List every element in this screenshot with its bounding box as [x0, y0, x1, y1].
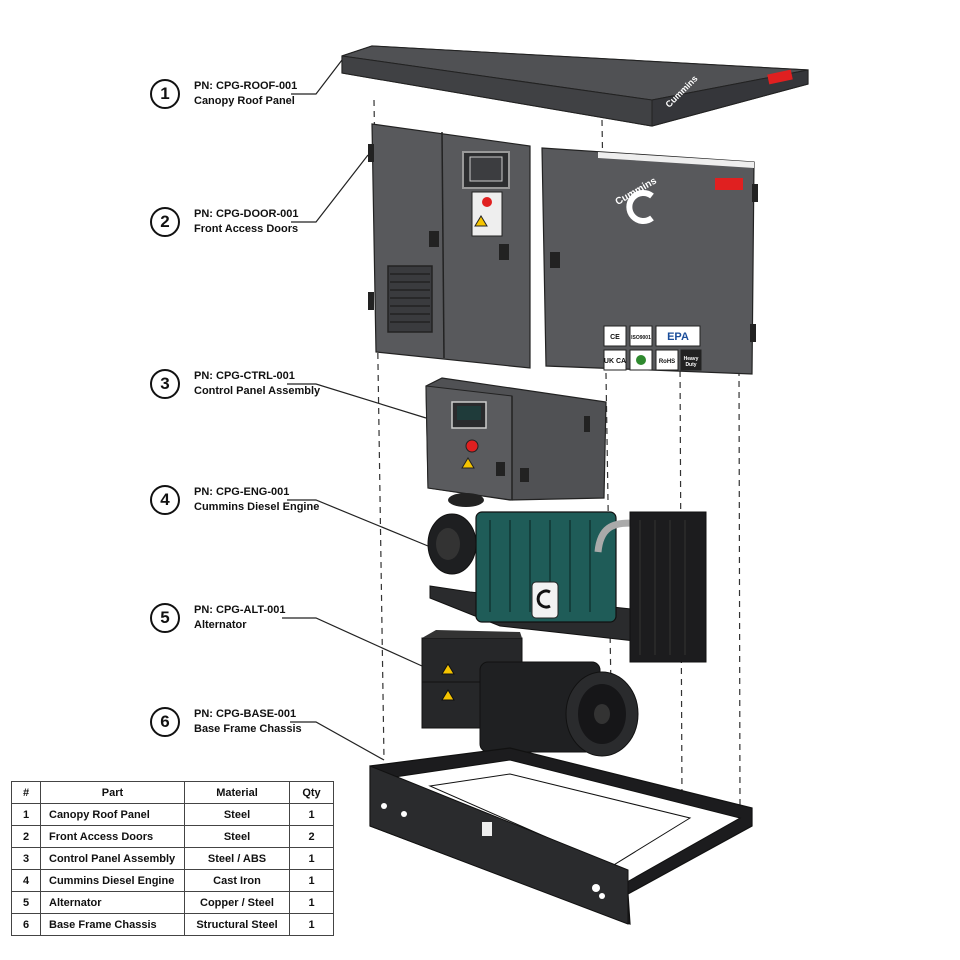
part-name: Alternator	[194, 619, 247, 631]
svg-text:RoHS: RoHS	[659, 359, 675, 365]
row-part: Base Frame Chassis	[40, 913, 185, 936]
part-number: PN: CPG-DOOR-001	[194, 208, 299, 220]
svg-text:ISO9001: ISO9001	[631, 335, 651, 341]
row-part: Control Panel Assembly	[40, 847, 185, 870]
svg-text:Duty: Duty	[685, 362, 696, 368]
row-material: Structural Steel	[184, 913, 290, 936]
base-frame-chassis	[369, 747, 753, 925]
row-number: 4	[11, 869, 41, 892]
cummins-diesel-engine	[427, 493, 707, 663]
control-panel-assembly	[425, 377, 607, 501]
callout-number: 4	[150, 485, 180, 515]
table-header-row: # Part Material Qty	[11, 781, 334, 804]
cummins-c-icon	[536, 589, 551, 609]
row-material: Steel	[184, 825, 290, 848]
row-qty: 1	[289, 891, 334, 914]
callout-number: 1	[150, 79, 180, 109]
callout-number: 2	[150, 207, 180, 237]
door-handle-icon	[499, 244, 509, 260]
emergency-stop-icon	[482, 197, 492, 207]
row-material: Copper / Steel	[184, 891, 290, 914]
part-number: PN: CPG-ALT-001	[194, 604, 286, 616]
row-number: 5	[11, 891, 41, 914]
row-material: Cast Iron	[184, 869, 290, 892]
part-number: PN: CPG-ROOF-001	[194, 80, 298, 92]
row-material: Steel / ABS	[184, 847, 290, 870]
emergency-stop-icon	[465, 439, 479, 453]
row-qty: 1	[289, 803, 334, 826]
row-part: Front Access Doors	[40, 825, 185, 848]
door-handle-icon	[550, 252, 560, 268]
part-name: Canopy Roof Panel	[194, 95, 295, 107]
row-number: 3	[11, 847, 41, 870]
part-name: Front Access Doors	[194, 223, 299, 235]
row-part: Canopy Roof Panel	[40, 803, 185, 826]
louvre-vent	[387, 265, 433, 333]
col-header-qty: Qty	[289, 781, 334, 804]
row-number: 2	[11, 825, 41, 848]
alternator	[421, 630, 639, 757]
svg-text:UK CA: UK CA	[604, 358, 626, 365]
radiator	[629, 511, 707, 663]
door-handle-icon	[429, 231, 439, 247]
panel-handle-icon	[496, 462, 505, 476]
row-qty: 1	[289, 913, 334, 936]
canopy-roof-panel: Cummins	[341, 45, 809, 127]
row-material: Steel	[184, 803, 290, 826]
callout-number: 3	[150, 369, 180, 399]
row-number: 1	[11, 803, 41, 826]
panel-handle-icon	[520, 468, 529, 482]
part-name: Cummins Diesel Engine	[194, 501, 320, 513]
door-red-tag	[715, 178, 743, 190]
col-header-material: Material	[184, 781, 290, 804]
part-number: PN: CPG-CTRL-001	[194, 370, 295, 382]
row-part: Alternator	[40, 891, 185, 914]
row-part: Cummins Diesel Engine	[40, 869, 185, 892]
callout-number: 6	[150, 707, 180, 737]
row-qty: 1	[289, 869, 334, 892]
part-name: Base Frame Chassis	[194, 723, 302, 735]
leader-lines	[282, 59, 429, 761]
svg-text:CE: CE	[610, 334, 620, 341]
right-access-door: Cummins CE ISO9001 EPA UK CA RoHS HeavyD…	[541, 147, 758, 375]
callout-number: 5	[150, 603, 180, 633]
row-qty: 2	[289, 825, 334, 848]
col-header-number: #	[11, 781, 41, 804]
svg-text:EPA: EPA	[667, 331, 689, 343]
roof-red-tag	[767, 69, 793, 85]
row-qty: 1	[289, 847, 334, 870]
cummins-c-icon	[626, 190, 654, 224]
left-access-door	[368, 123, 531, 369]
row-number: 6	[11, 913, 41, 936]
part-number: PN: CPG-BASE-001	[194, 708, 297, 720]
col-header-part: Part	[40, 781, 185, 804]
svg-text:Heavy: Heavy	[684, 356, 699, 362]
oil-filter	[531, 581, 559, 619]
part-name: Control Panel Assembly	[194, 385, 321, 397]
part-number: PN: CPG-ENG-001	[194, 486, 290, 498]
